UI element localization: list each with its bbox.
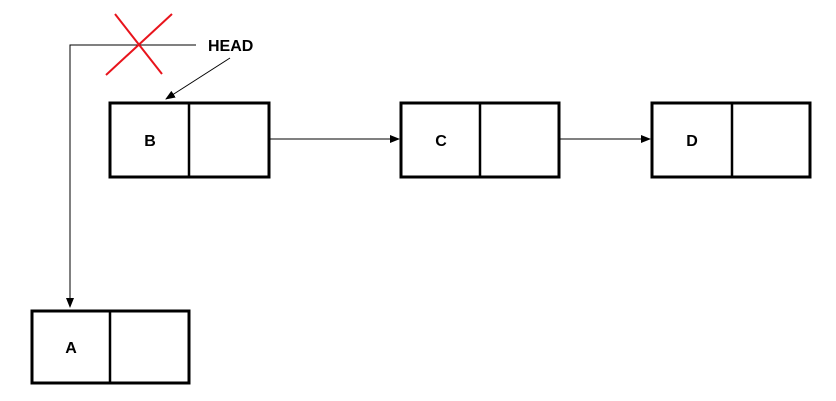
- node-d: D: [650, 101, 812, 179]
- head-pointer-line: [165, 57, 231, 100]
- node-a: A: [30, 309, 191, 385]
- node-c: C: [399, 101, 561, 179]
- node-b: B: [108, 101, 271, 179]
- old-head-pointer-line: [66, 44, 196, 308]
- head-label: HEAD: [208, 38, 253, 55]
- node-label: C: [435, 133, 447, 150]
- removed-link-mark: [105, 13, 173, 76]
- node-label: A: [65, 340, 77, 357]
- node-label: B: [144, 133, 156, 150]
- node-label: D: [686, 133, 698, 150]
